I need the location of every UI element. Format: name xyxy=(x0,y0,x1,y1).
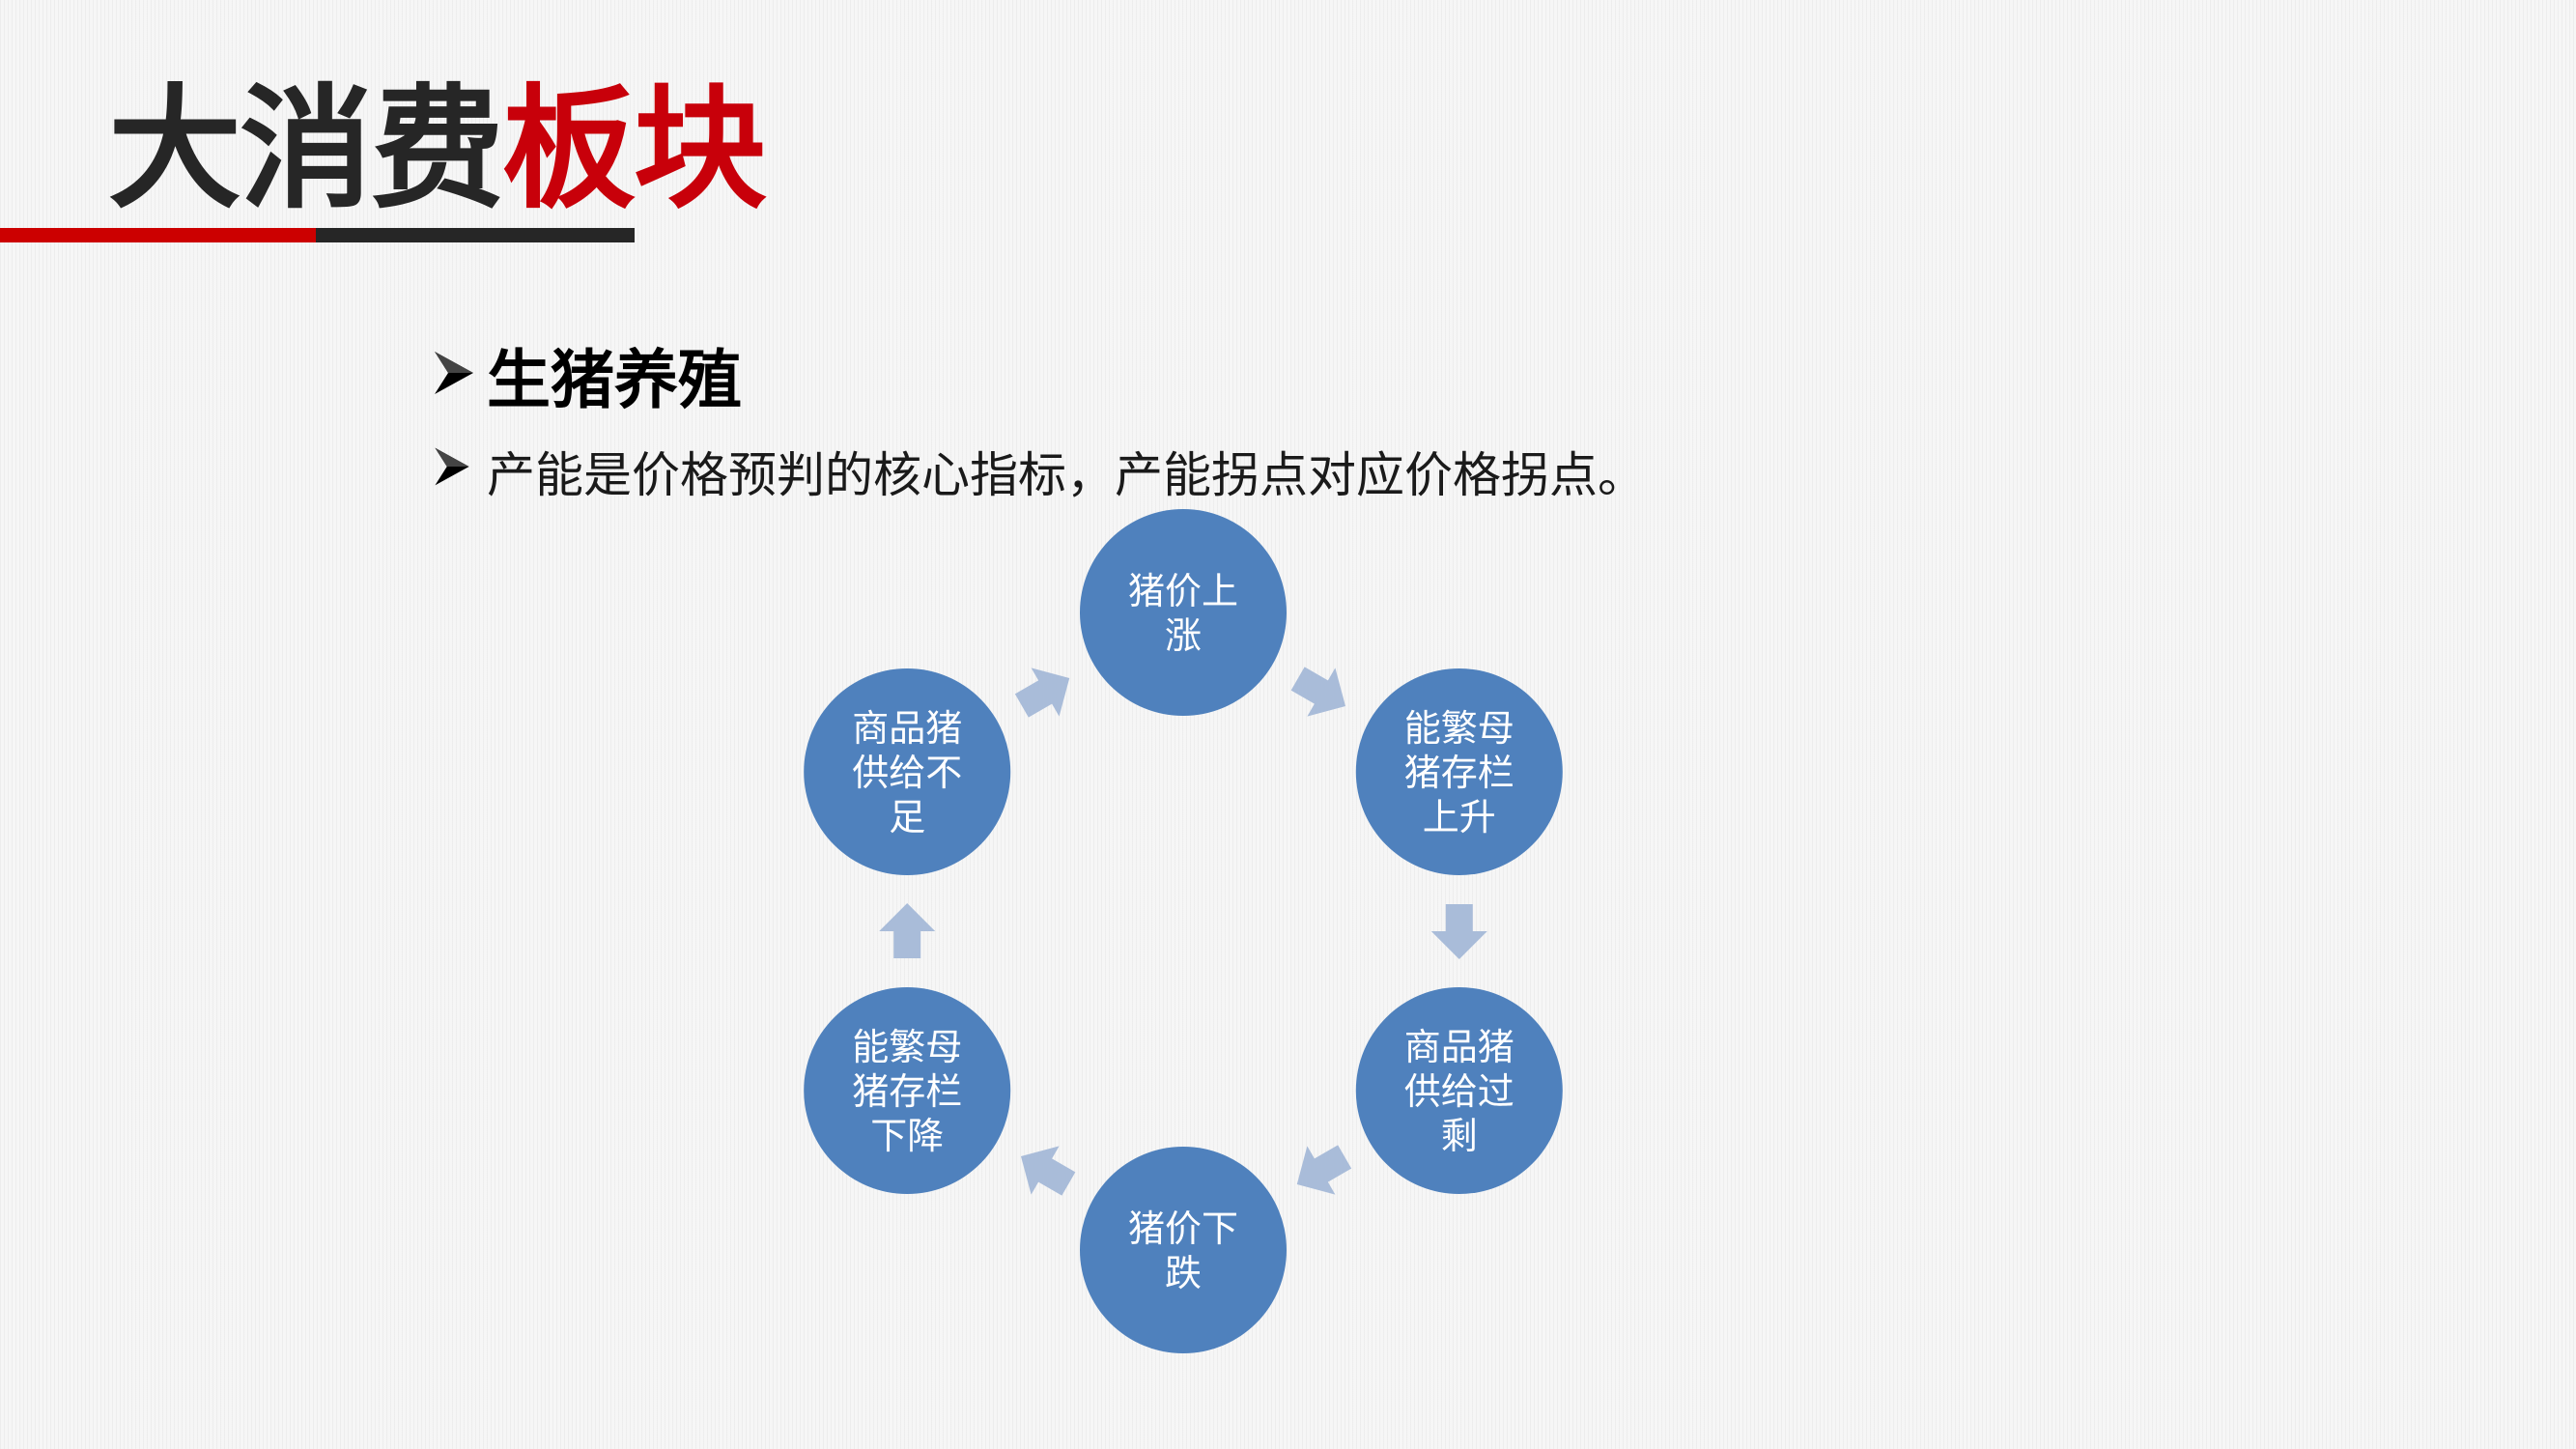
cycle-node-circle xyxy=(1080,1147,1287,1353)
cycle-arrow xyxy=(1014,668,1070,718)
cycle-arrow xyxy=(1430,904,1487,959)
cycle-node-circle xyxy=(1355,987,1563,1194)
cycle-node-label: 涨 xyxy=(1165,614,1202,657)
cycle-node-label: 猪存栏 xyxy=(852,1070,962,1113)
cycle-arrow xyxy=(1296,1145,1352,1195)
cycle-node-circle xyxy=(1080,509,1287,716)
title-dark-part: 大消费 xyxy=(108,71,504,227)
bullet-body: 产能是价格预判的核心指标，产能拐点对应价格拐点。 xyxy=(433,437,1646,506)
cycle-node-label: 猪价上 xyxy=(1128,570,1238,612)
cycle-node-label: 上升 xyxy=(1423,796,1496,838)
cycle-node-label: 商品猪 xyxy=(1404,1026,1514,1068)
arrowhead-bullet-icon xyxy=(433,443,479,499)
arrowhead-bullet-icon xyxy=(433,338,479,412)
cycle-node-circle xyxy=(1355,668,1563,875)
bullet-heading: 生猪养殖 xyxy=(433,328,742,421)
cycle-node-label: 商品猪 xyxy=(852,707,962,750)
cycle-node-label: 能繁母 xyxy=(1404,707,1514,750)
cycle-node-label: 能繁母 xyxy=(852,1026,962,1068)
cycle-node-circle xyxy=(804,668,1011,875)
cycle-node-label: 足 xyxy=(889,796,925,838)
cycle-node-label: 跌 xyxy=(1165,1252,1202,1294)
cycle-node-label: 下降 xyxy=(870,1115,944,1157)
cycle-node-label: 供给过 xyxy=(1404,1070,1514,1113)
cycle-arrow xyxy=(1290,667,1346,717)
cycle-arrow xyxy=(1020,1146,1076,1196)
bullet-heading-text: 生猪养殖 xyxy=(487,343,742,417)
title-underline-dark xyxy=(316,228,635,242)
cycle-node-circle xyxy=(804,987,1011,1194)
title-underline-red xyxy=(0,228,316,242)
cycle-node-label: 供给不 xyxy=(852,752,962,794)
bullet-body-text: 产能是价格预判的核心指标，产能拐点对应价格拐点。 xyxy=(487,447,1646,503)
cycle-arrow xyxy=(879,903,936,958)
slide-title: 大消费板块 xyxy=(108,70,767,230)
cycle-node-label: 猪价下 xyxy=(1128,1208,1238,1250)
title-red-part: 板块 xyxy=(502,71,767,227)
cycle-node-label: 剩 xyxy=(1441,1115,1478,1157)
cycle-node-label: 猪存栏 xyxy=(1404,752,1514,794)
